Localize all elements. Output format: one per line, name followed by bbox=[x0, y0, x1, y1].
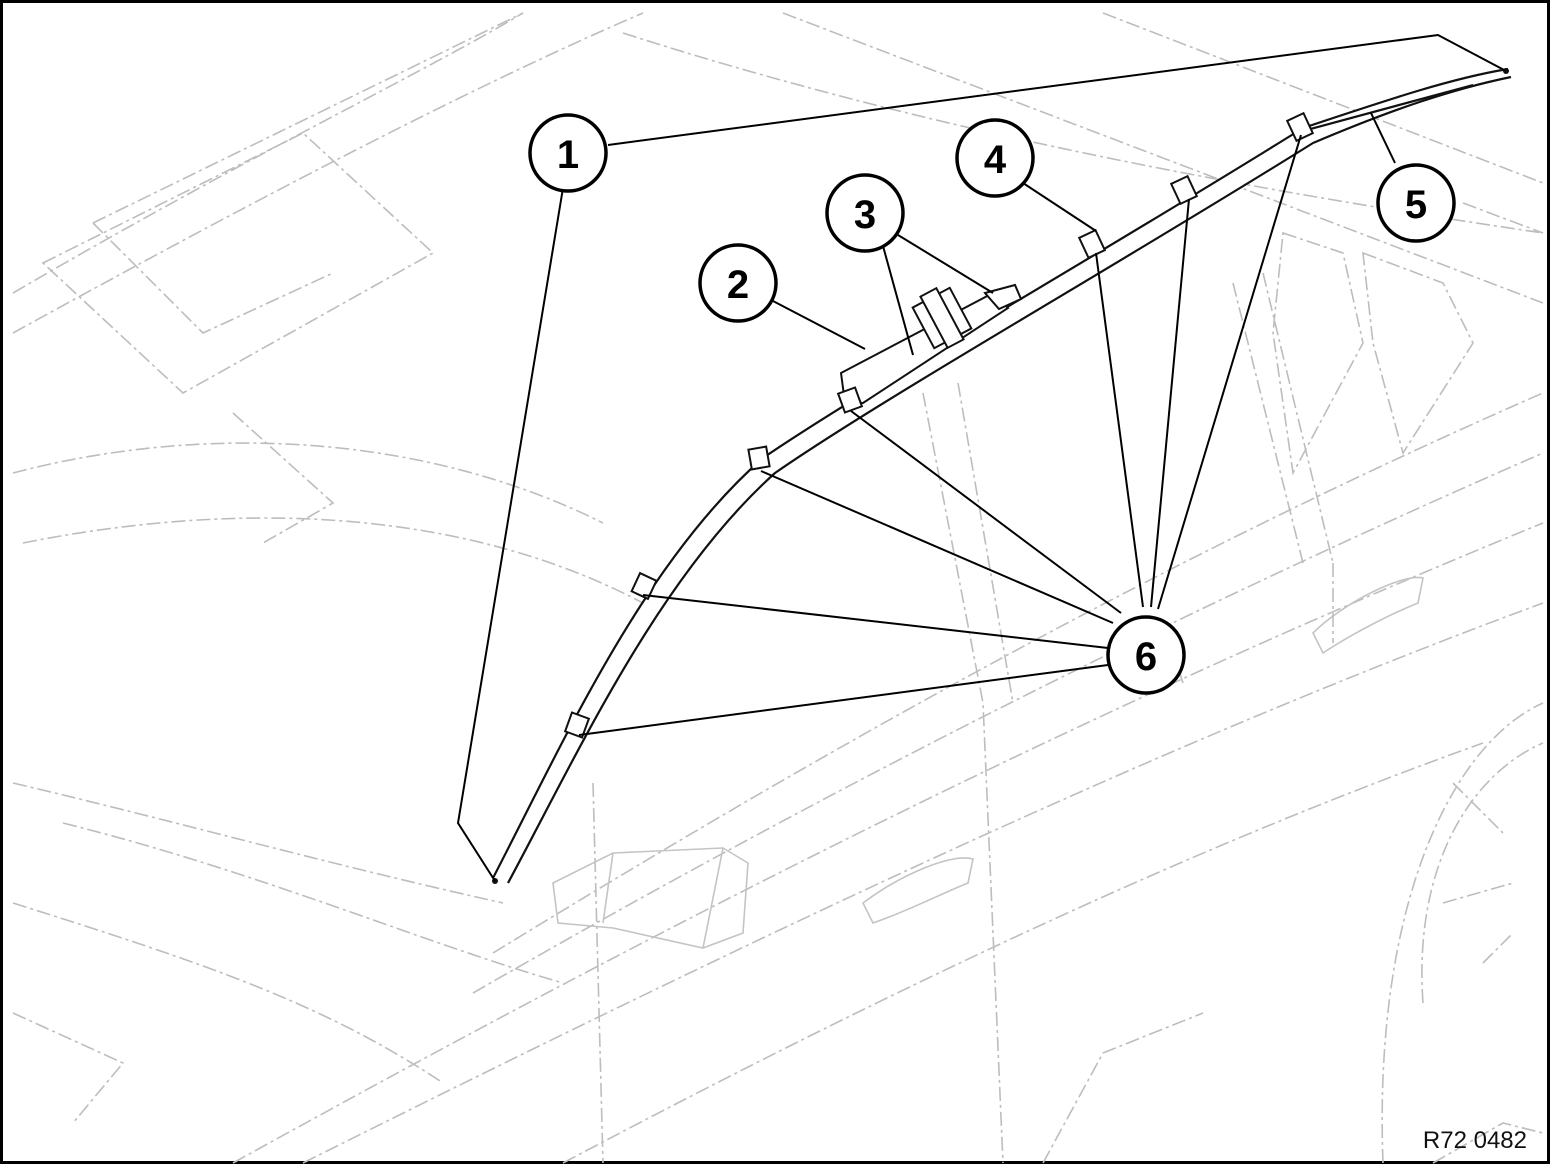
clip-4 bbox=[836, 386, 864, 414]
leader-lines bbox=[456, 33, 1507, 882]
callout-4-label: 4 bbox=[984, 138, 1007, 182]
callout-4: 4 bbox=[955, 118, 1035, 198]
clip-2 bbox=[630, 571, 658, 601]
figure-reference-code: R72 0482 bbox=[1422, 1127, 1527, 1154]
callout-3: 3 bbox=[825, 173, 905, 253]
car-body-phantom-lines bbox=[12, 12, 1544, 1164]
callout-1: 1 bbox=[528, 113, 608, 193]
callout-5: 5 bbox=[1376, 163, 1456, 243]
clip-1 bbox=[563, 711, 591, 739]
callout-1-label: 1 bbox=[557, 133, 579, 177]
callout-3-label: 3 bbox=[854, 193, 876, 237]
callout-6-label: 6 bbox=[1135, 635, 1157, 679]
clip-3 bbox=[747, 445, 771, 471]
clip-7 bbox=[1285, 111, 1315, 143]
callout-5-label: 5 bbox=[1405, 183, 1427, 227]
callout-2-label: 2 bbox=[727, 263, 749, 307]
callout-6: 6 bbox=[1106, 615, 1186, 695]
gas-generator bbox=[839, 283, 1023, 404]
mounting-clips bbox=[492, 68, 1509, 884]
callout-2: 2 bbox=[698, 243, 778, 323]
airbag-diagram-svg: 1 2 3 4 5 6 bbox=[12, 12, 1544, 1164]
